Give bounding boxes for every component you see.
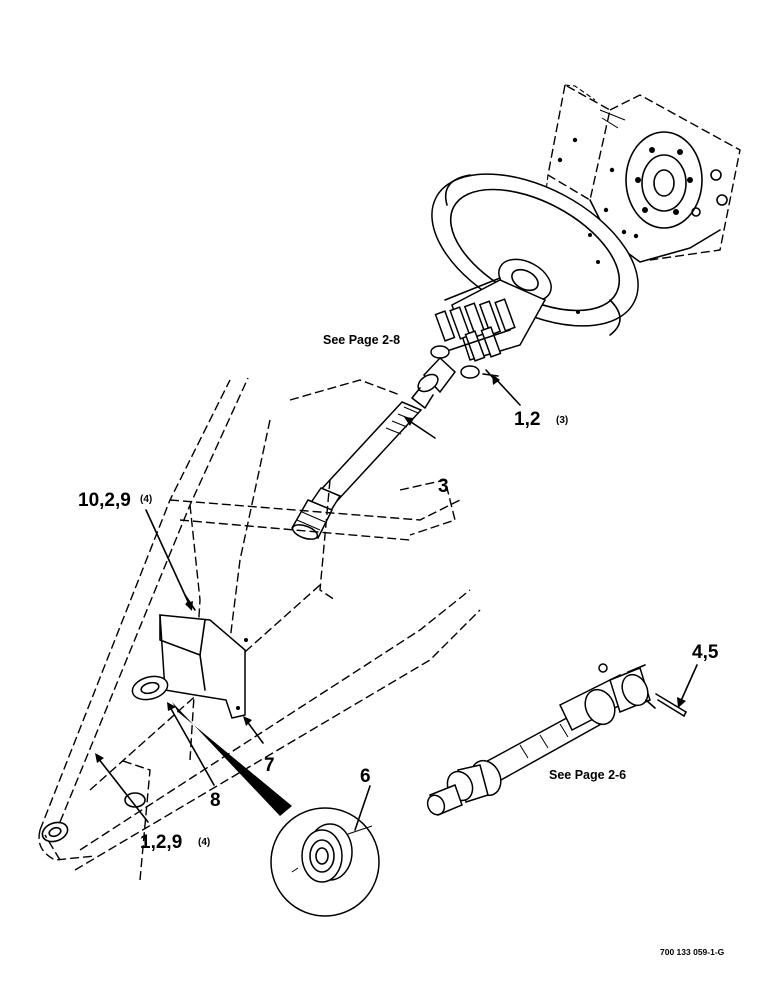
leader-lines — [95, 374, 698, 831]
tongue-frame — [38, 377, 481, 881]
reference-bottom: See Page 2-6 — [549, 768, 626, 782]
bearing-mount-plate — [131, 594, 248, 719]
gearbox-housing — [539, 83, 741, 263]
drawing-number: 700 133 059-1-G — [660, 947, 725, 957]
callout-10-2-9-qty: (4) — [140, 494, 152, 505]
drive-shaft — [290, 401, 423, 540]
pto-shaft — [426, 663, 687, 816]
callout-10-2-9: 10,2,9 — [78, 490, 131, 511]
universal-joint-assembly — [411, 277, 547, 409]
callout-3: 3 — [438, 476, 449, 497]
callout-1-2-qty: (3) — [556, 415, 568, 426]
callout-7: 7 — [264, 755, 275, 776]
callout-labels: See Page 2-8 1,2 (3) 3 10,2,9 (4) 4,5 Se… — [78, 333, 725, 957]
callout-1-2: 1,2 — [514, 409, 540, 430]
callout-6: 6 — [360, 766, 371, 787]
callout-4-5: 4,5 — [692, 642, 719, 663]
detail-view — [172, 702, 380, 917]
reference-top: See Page 2-8 — [323, 333, 400, 347]
callout-1-2-9-qty: (4) — [198, 837, 210, 848]
callout-1-2-9: 1,2,9 — [140, 832, 182, 853]
callout-8: 8 — [210, 790, 221, 811]
